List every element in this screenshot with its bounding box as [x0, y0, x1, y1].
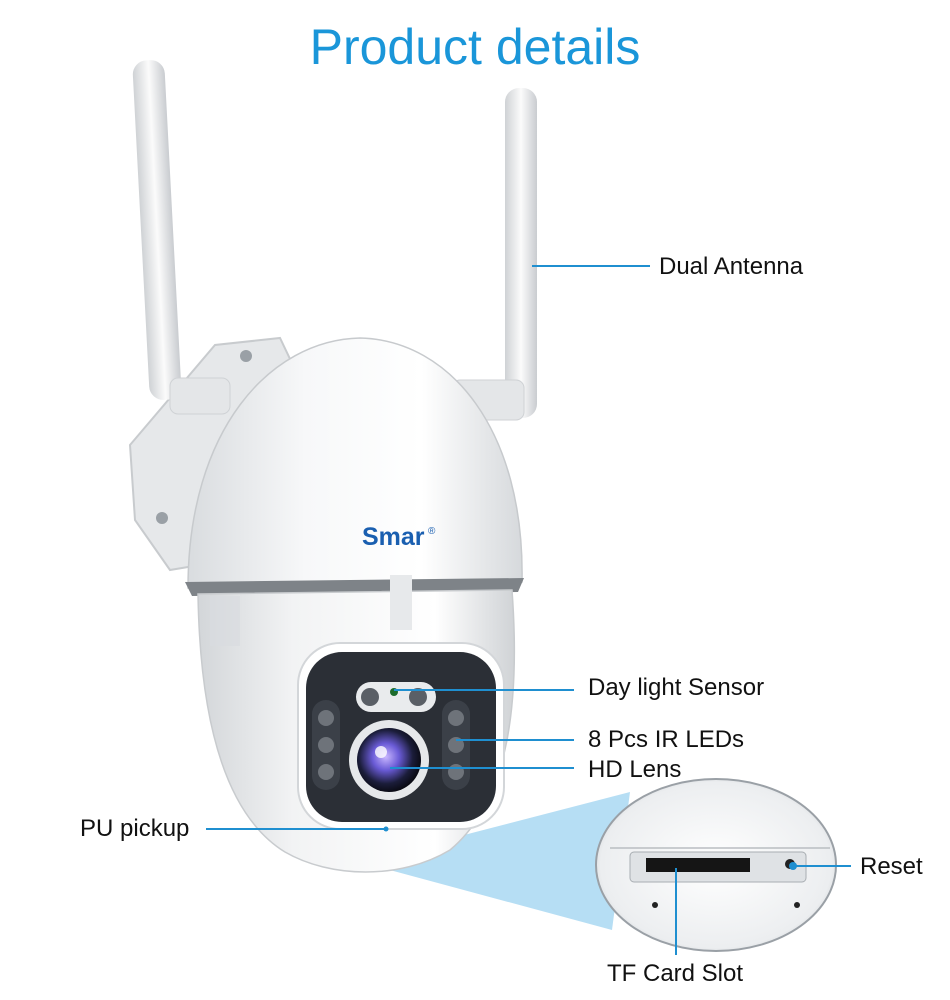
left-antenna	[132, 60, 182, 400]
brand-logo-mark: ®	[428, 526, 436, 537]
brand-logo: Smar	[362, 523, 425, 551]
callout-day-light-sensor: Day light Sensor	[588, 674, 765, 701]
callout-dual-antenna: Dual Antenna	[659, 253, 804, 280]
camera-dome	[187, 337, 523, 589]
callout-tf-card-slot: TF Card Slot	[607, 960, 744, 987]
callout-pu-pickup: PU pickup	[80, 815, 190, 842]
callout-ir-leds: 8 Pcs IR LEDs	[588, 726, 745, 753]
page-title: Product details	[309, 19, 641, 75]
callout-hd-lens: HD Lens	[588, 756, 682, 783]
right-antenna	[505, 88, 537, 418]
zoom-beam	[360, 792, 630, 930]
callout-reset: Reset	[860, 853, 923, 880]
